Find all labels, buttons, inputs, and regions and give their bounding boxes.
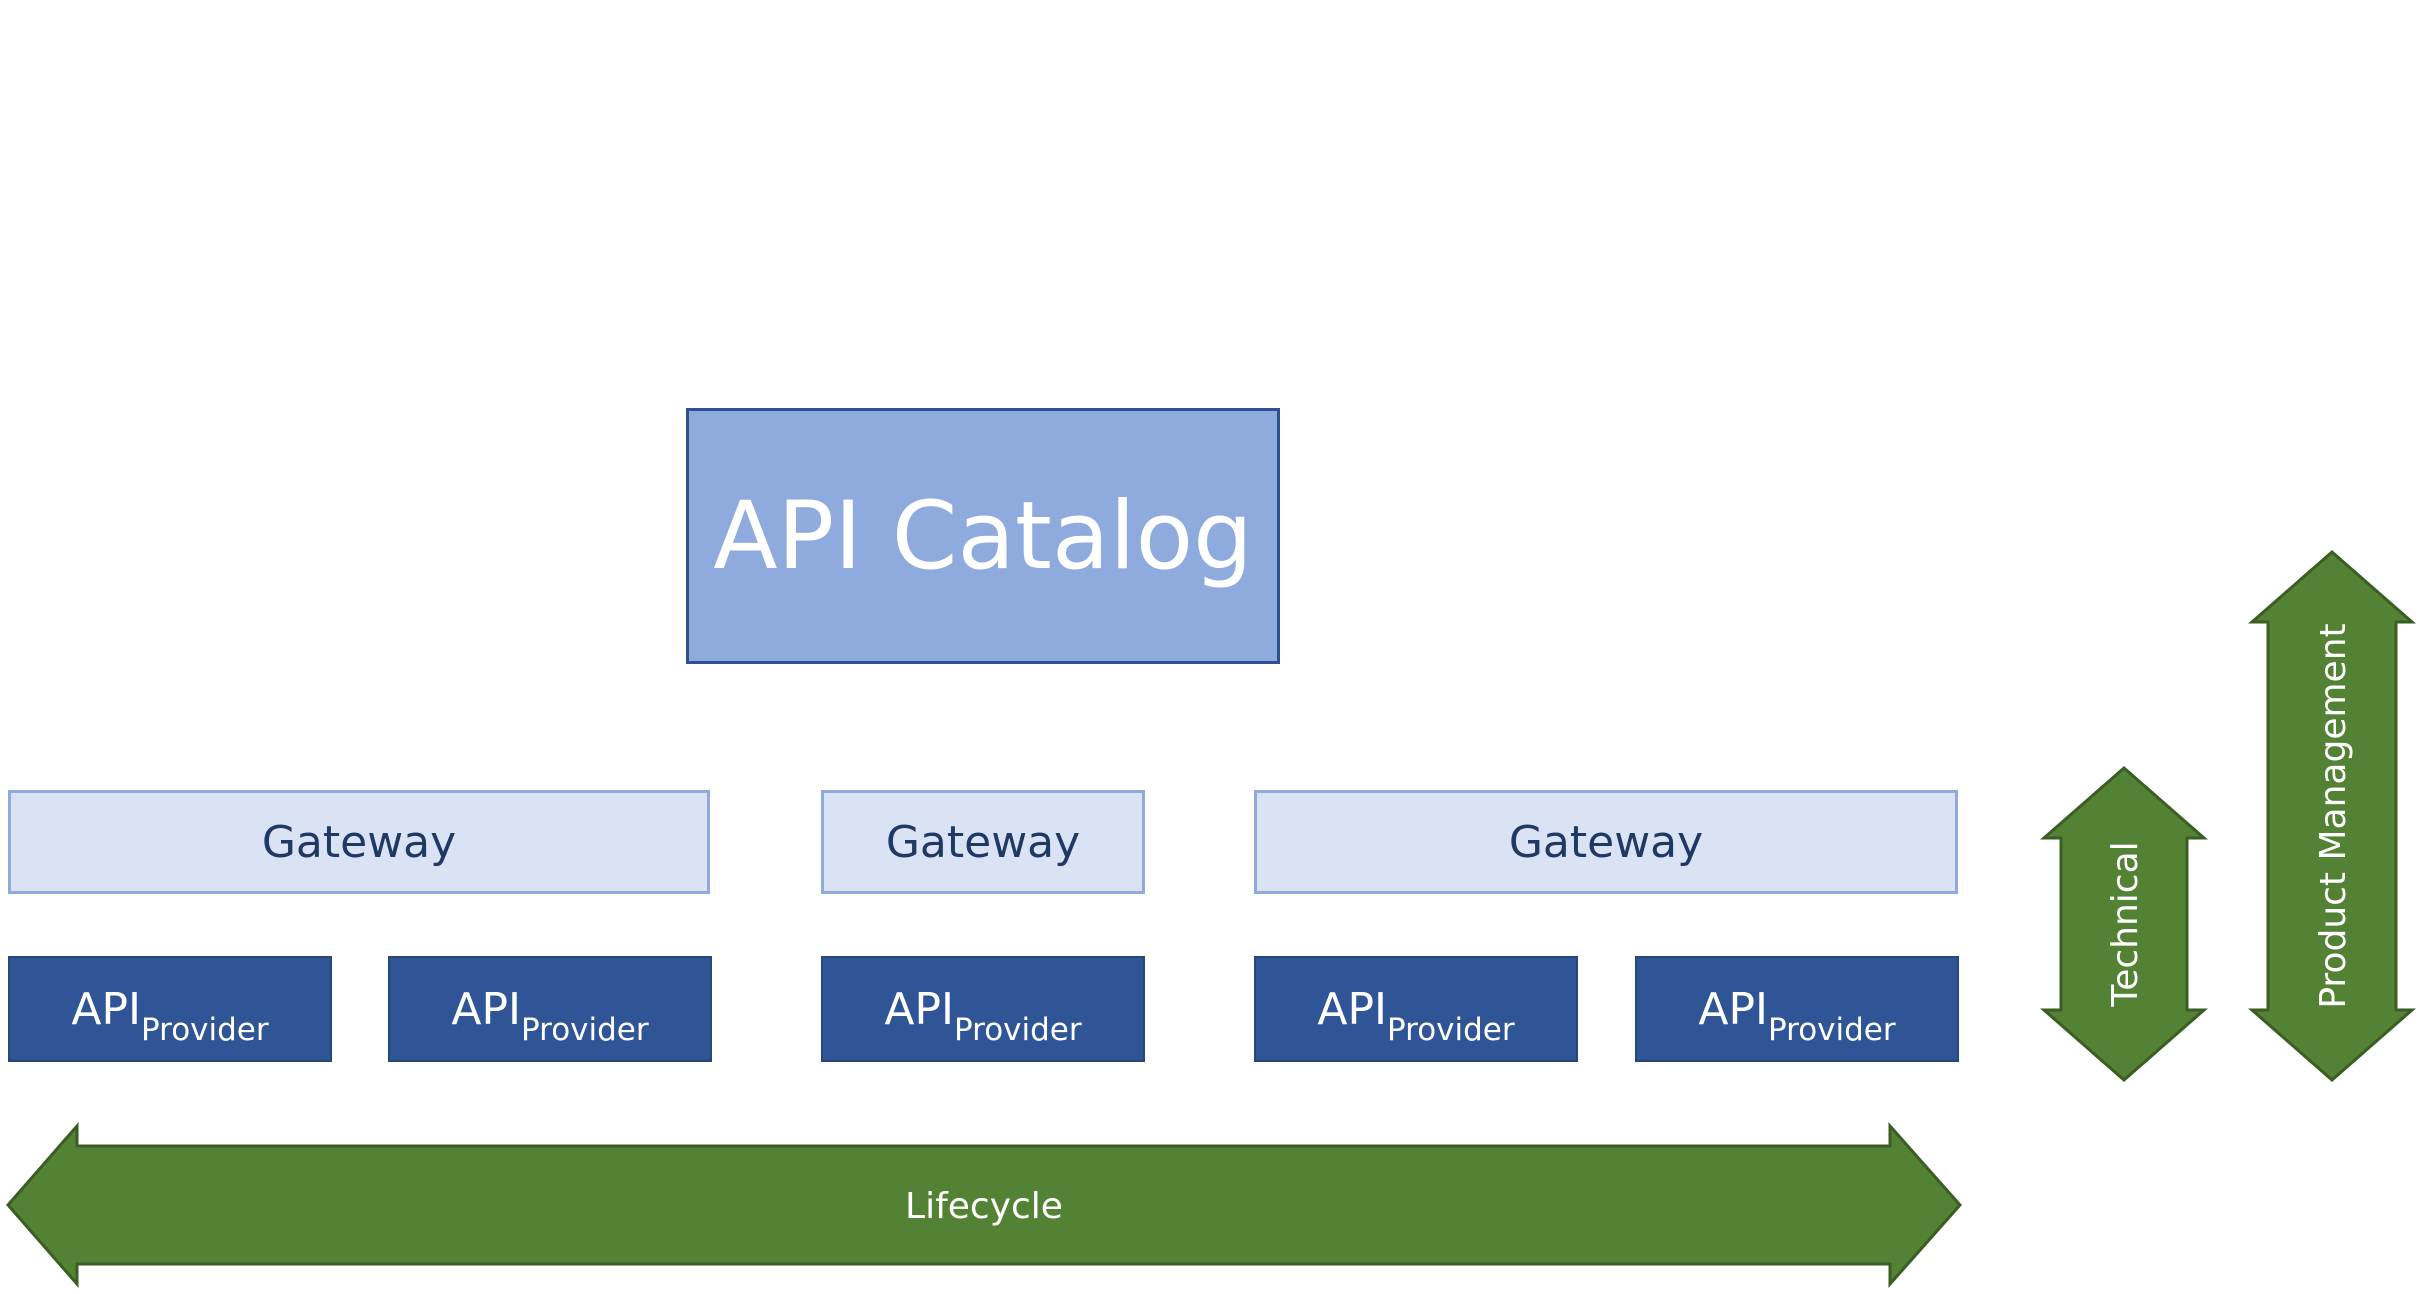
api-provider-box-3: APIProvider: [821, 956, 1145, 1062]
technical-arrow: [2040, 766, 2208, 1082]
provider-subscript: Provider: [1767, 1011, 1896, 1048]
provider-subscript: Provider: [520, 1011, 649, 1048]
lifecycle-label: Lifecycle: [905, 1186, 1063, 1227]
gateway-label: Gateway: [885, 816, 1081, 868]
api-provider-label: APIProvider: [884, 983, 1081, 1048]
api-catalog-label: API Catalog: [713, 481, 1253, 591]
api-text: API: [1698, 983, 1768, 1035]
provider-subscript: Provider: [953, 1011, 1082, 1048]
api-text: API: [451, 983, 521, 1035]
api-catalog-box: API Catalog: [686, 408, 1280, 664]
provider-subscript: Provider: [1386, 1011, 1515, 1048]
provider-subscript: Provider: [140, 1011, 269, 1048]
api-provider-label: APIProvider: [1317, 983, 1514, 1048]
api-provider-box-2: APIProvider: [388, 956, 712, 1062]
gateway-box-1: Gateway: [8, 790, 710, 894]
api-text: API: [1317, 983, 1387, 1035]
api-text: API: [71, 983, 141, 1035]
api-provider-box-5: APIProvider: [1635, 956, 1959, 1062]
product-management-arrow: [2248, 550, 2416, 1082]
api-provider-label: APIProvider: [1698, 983, 1895, 1048]
api-provider-box-4: APIProvider: [1254, 956, 1578, 1062]
lifecycle-arrow: [6, 1122, 1963, 1288]
gateway-label: Gateway: [261, 816, 457, 868]
api-provider-label: APIProvider: [451, 983, 648, 1048]
gateway-box-3: Gateway: [1254, 790, 1958, 894]
api-text: API: [884, 983, 954, 1035]
gateway-box-2: Gateway: [821, 790, 1145, 894]
api-provider-label: APIProvider: [71, 983, 268, 1048]
api-provider-box-1: APIProvider: [8, 956, 332, 1062]
gateway-label: Gateway: [1508, 816, 1704, 868]
product-management-label: Product Management: [2313, 623, 2354, 1008]
technical-label: Technical: [2105, 841, 2146, 1007]
